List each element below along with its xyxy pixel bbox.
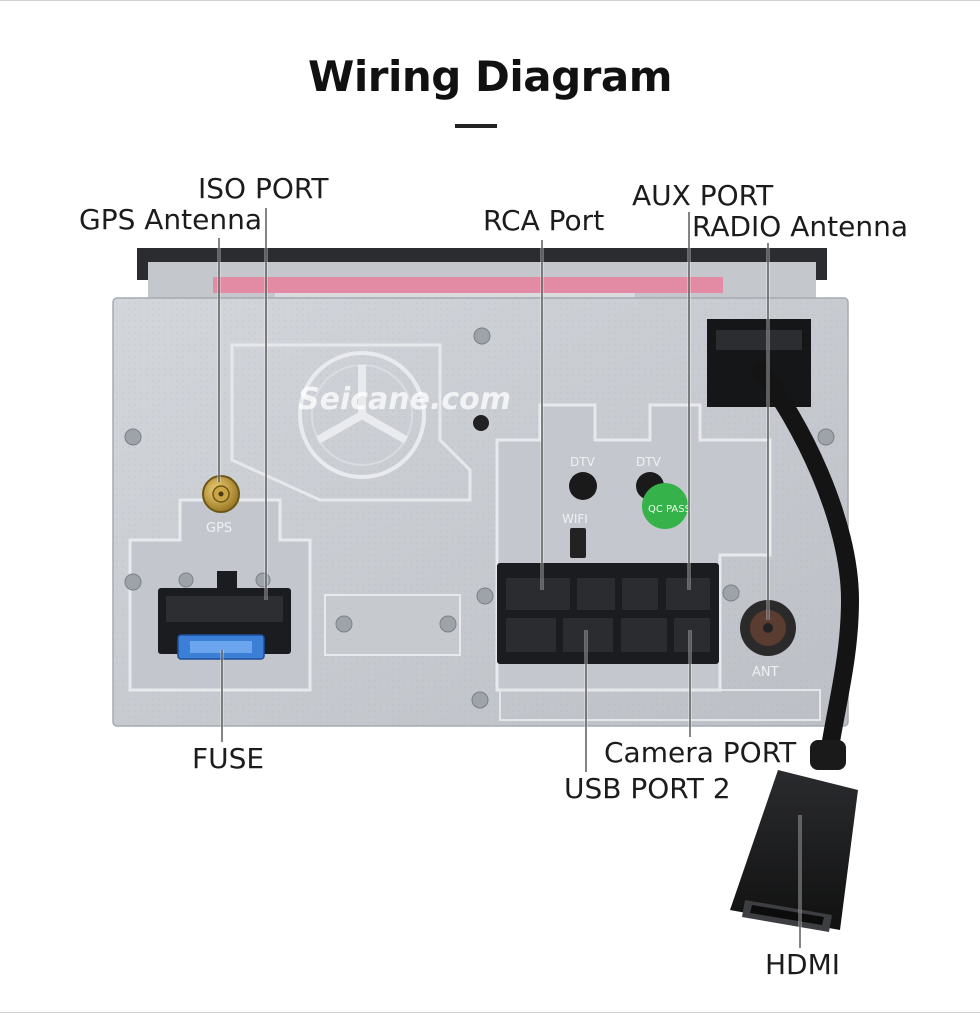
screw — [722, 584, 740, 602]
pink-sticker — [213, 277, 723, 293]
dtv-hole-1 — [569, 472, 597, 500]
screw — [124, 428, 142, 446]
screw — [476, 587, 494, 605]
ant-socket — [740, 600, 796, 656]
screw — [471, 691, 489, 709]
gps-connector — [202, 475, 240, 513]
screw — [439, 615, 457, 633]
bottom-rule — [0, 1012, 980, 1013]
label-usb-port-2: USB PORT 2 — [564, 772, 731, 805]
label-iso-port: ISO PORT — [198, 172, 329, 205]
label-hdmi: HDMI — [765, 948, 841, 981]
label-fuse: FUSE — [192, 742, 265, 775]
harness-block — [497, 563, 719, 664]
top-rule — [0, 0, 980, 1]
screw — [817, 428, 835, 446]
screw — [473, 327, 491, 345]
screw — [124, 573, 142, 591]
fuse — [177, 634, 265, 660]
label-rca-port: RCA Port — [483, 204, 605, 237]
ant-mark: ANT — [752, 665, 779, 680]
hdmi-plug — [730, 770, 858, 932]
label-aux-port: AUX PORT — [632, 179, 774, 212]
title-underline — [455, 124, 497, 128]
label-radio-antenna: RADIO Antenna — [692, 210, 908, 243]
hdmi-cable — [751, 361, 860, 769]
watermark: Seicane.com — [298, 382, 511, 417]
label-camera-port: Camera PORT — [604, 736, 797, 769]
wifi-mark: WIFI — [562, 512, 588, 526]
qc-mark: QC PASS — [648, 504, 691, 515]
label-gps-antenna: GPS Antenna — [79, 203, 263, 236]
screw — [335, 615, 353, 633]
dtv-mark-1: DTV — [570, 455, 596, 469]
page-title: Wiring Diagram — [308, 52, 672, 101]
dtv-mark-2: DTV — [636, 455, 662, 469]
wifi-connector — [570, 528, 586, 558]
screw — [255, 572, 271, 588]
qc-sticker — [642, 483, 688, 529]
gps-mark: GPS — [206, 521, 232, 536]
fan-grille — [298, 351, 426, 479]
screw — [178, 572, 194, 588]
